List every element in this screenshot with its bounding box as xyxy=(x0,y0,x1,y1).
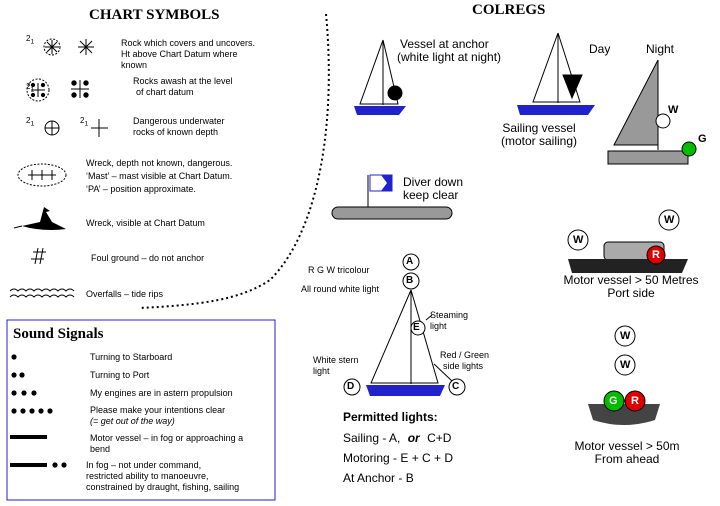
all-round-label: All round white light xyxy=(301,284,380,294)
white-light-label: W xyxy=(664,214,675,226)
depth-digit: 21 xyxy=(26,116,35,128)
chart-symbols-title: CHART SYMBOLS xyxy=(89,7,220,23)
light-letter-e: E xyxy=(413,322,420,333)
depth-digit: 21 xyxy=(80,116,89,128)
white-light-label: W xyxy=(573,234,584,246)
permitted-anchor: At Anchor - B xyxy=(343,471,414,485)
anchor-vessel-drawing xyxy=(354,39,406,115)
rock-covers-symbol xyxy=(43,38,94,56)
sound-signal-label: Please make your intentions clear (= get… xyxy=(90,405,226,426)
day-label: Day xyxy=(589,42,611,56)
light-letter-b: B xyxy=(406,275,414,286)
wreck-visible-symbol xyxy=(13,207,66,230)
motor-sailing-drawing xyxy=(517,32,595,115)
sound-signal-label: Turning to Port xyxy=(90,370,150,380)
permitted-motoring: Motoring - E + C + D xyxy=(343,451,454,465)
white-light-label: W xyxy=(620,359,631,371)
sound-signals-box xyxy=(6,319,276,501)
sound-signals-title: Sound Signals xyxy=(13,326,104,342)
depth-digit: 21 xyxy=(26,82,35,94)
permitted-sailing: Sailing - A, or C+D xyxy=(343,431,452,445)
night-label: Night xyxy=(646,42,675,56)
day-night-vessel-drawing xyxy=(607,59,697,165)
red-light-label: R xyxy=(631,395,639,407)
wreck-dangerous-symbol xyxy=(17,163,67,187)
depth-digit: 21 xyxy=(26,34,35,46)
chart-symbol-label: Rocks awash at the level of chart datum xyxy=(133,76,233,97)
sound-signal-label: In fog – not under command, restricted a… xyxy=(86,460,240,492)
green-light-label: G xyxy=(698,133,707,145)
rocks-awash-symbol xyxy=(26,78,89,102)
light-letter-d: D xyxy=(347,381,355,392)
steaming-label: Steaming light xyxy=(430,310,469,331)
chart-symbol-label: Overfalls – tide rips xyxy=(86,289,164,299)
colregs-title: COLREGS xyxy=(472,2,546,18)
permitted-title: Permitted lights: xyxy=(343,410,438,424)
motor-ahead-caption: Motor vessel > 50m From ahead xyxy=(574,439,680,466)
chart-symbol-label: Wreck, depth not known, dangerous. ‘Mast… xyxy=(86,158,233,194)
sound-signal-label: Motor vessel – in fog or approaching a b… xyxy=(90,433,244,454)
foul-ground-symbol xyxy=(31,247,46,265)
motor-port-drawing xyxy=(567,209,688,273)
anchor-vessel-caption: Vessel at anchor (white light at night) xyxy=(397,37,502,64)
white-light-label: W xyxy=(668,104,679,116)
overfalls-symbol xyxy=(9,288,75,298)
green-light-label: G xyxy=(609,395,618,407)
chart-symbol-label: Dangerous underwater rocks of known dept… xyxy=(133,116,225,137)
diver-boat-drawing xyxy=(331,174,453,220)
motor-port-caption: Motor vessel > 50 Metres Port side xyxy=(563,273,699,300)
chart-symbol-label: Foul ground – do not anchor xyxy=(91,253,205,263)
tricolour-label: R G W tricolour xyxy=(308,265,370,275)
side-lights-label: Red / Green side lights xyxy=(440,350,490,371)
motor-ahead-drawing xyxy=(588,325,660,425)
motor-sailing-caption: Sailing vessel (motor sailing) xyxy=(501,121,578,148)
chart-symbol-label: Wreck, visible at Chart Datum xyxy=(86,218,205,228)
underwater-rock-symbol xyxy=(44,119,108,137)
white-stern-label: White stern light xyxy=(313,355,359,376)
white-light-label: W xyxy=(620,330,631,342)
lights-sailboat-drawing xyxy=(343,253,466,396)
red-light-label: R xyxy=(652,249,660,261)
sound-signal-glyphs xyxy=(10,354,67,468)
chart-symbol-label: Rock which covers and uncovers. Ht above… xyxy=(121,38,256,70)
sound-signal-label: My engines are in astern propulsion xyxy=(90,388,233,398)
diver-caption: Diver down keep clear xyxy=(403,175,464,202)
sound-signal-label: Turning to Starboard xyxy=(90,352,173,362)
light-letter-c: C xyxy=(452,381,460,392)
light-letter-a: A xyxy=(406,256,414,267)
